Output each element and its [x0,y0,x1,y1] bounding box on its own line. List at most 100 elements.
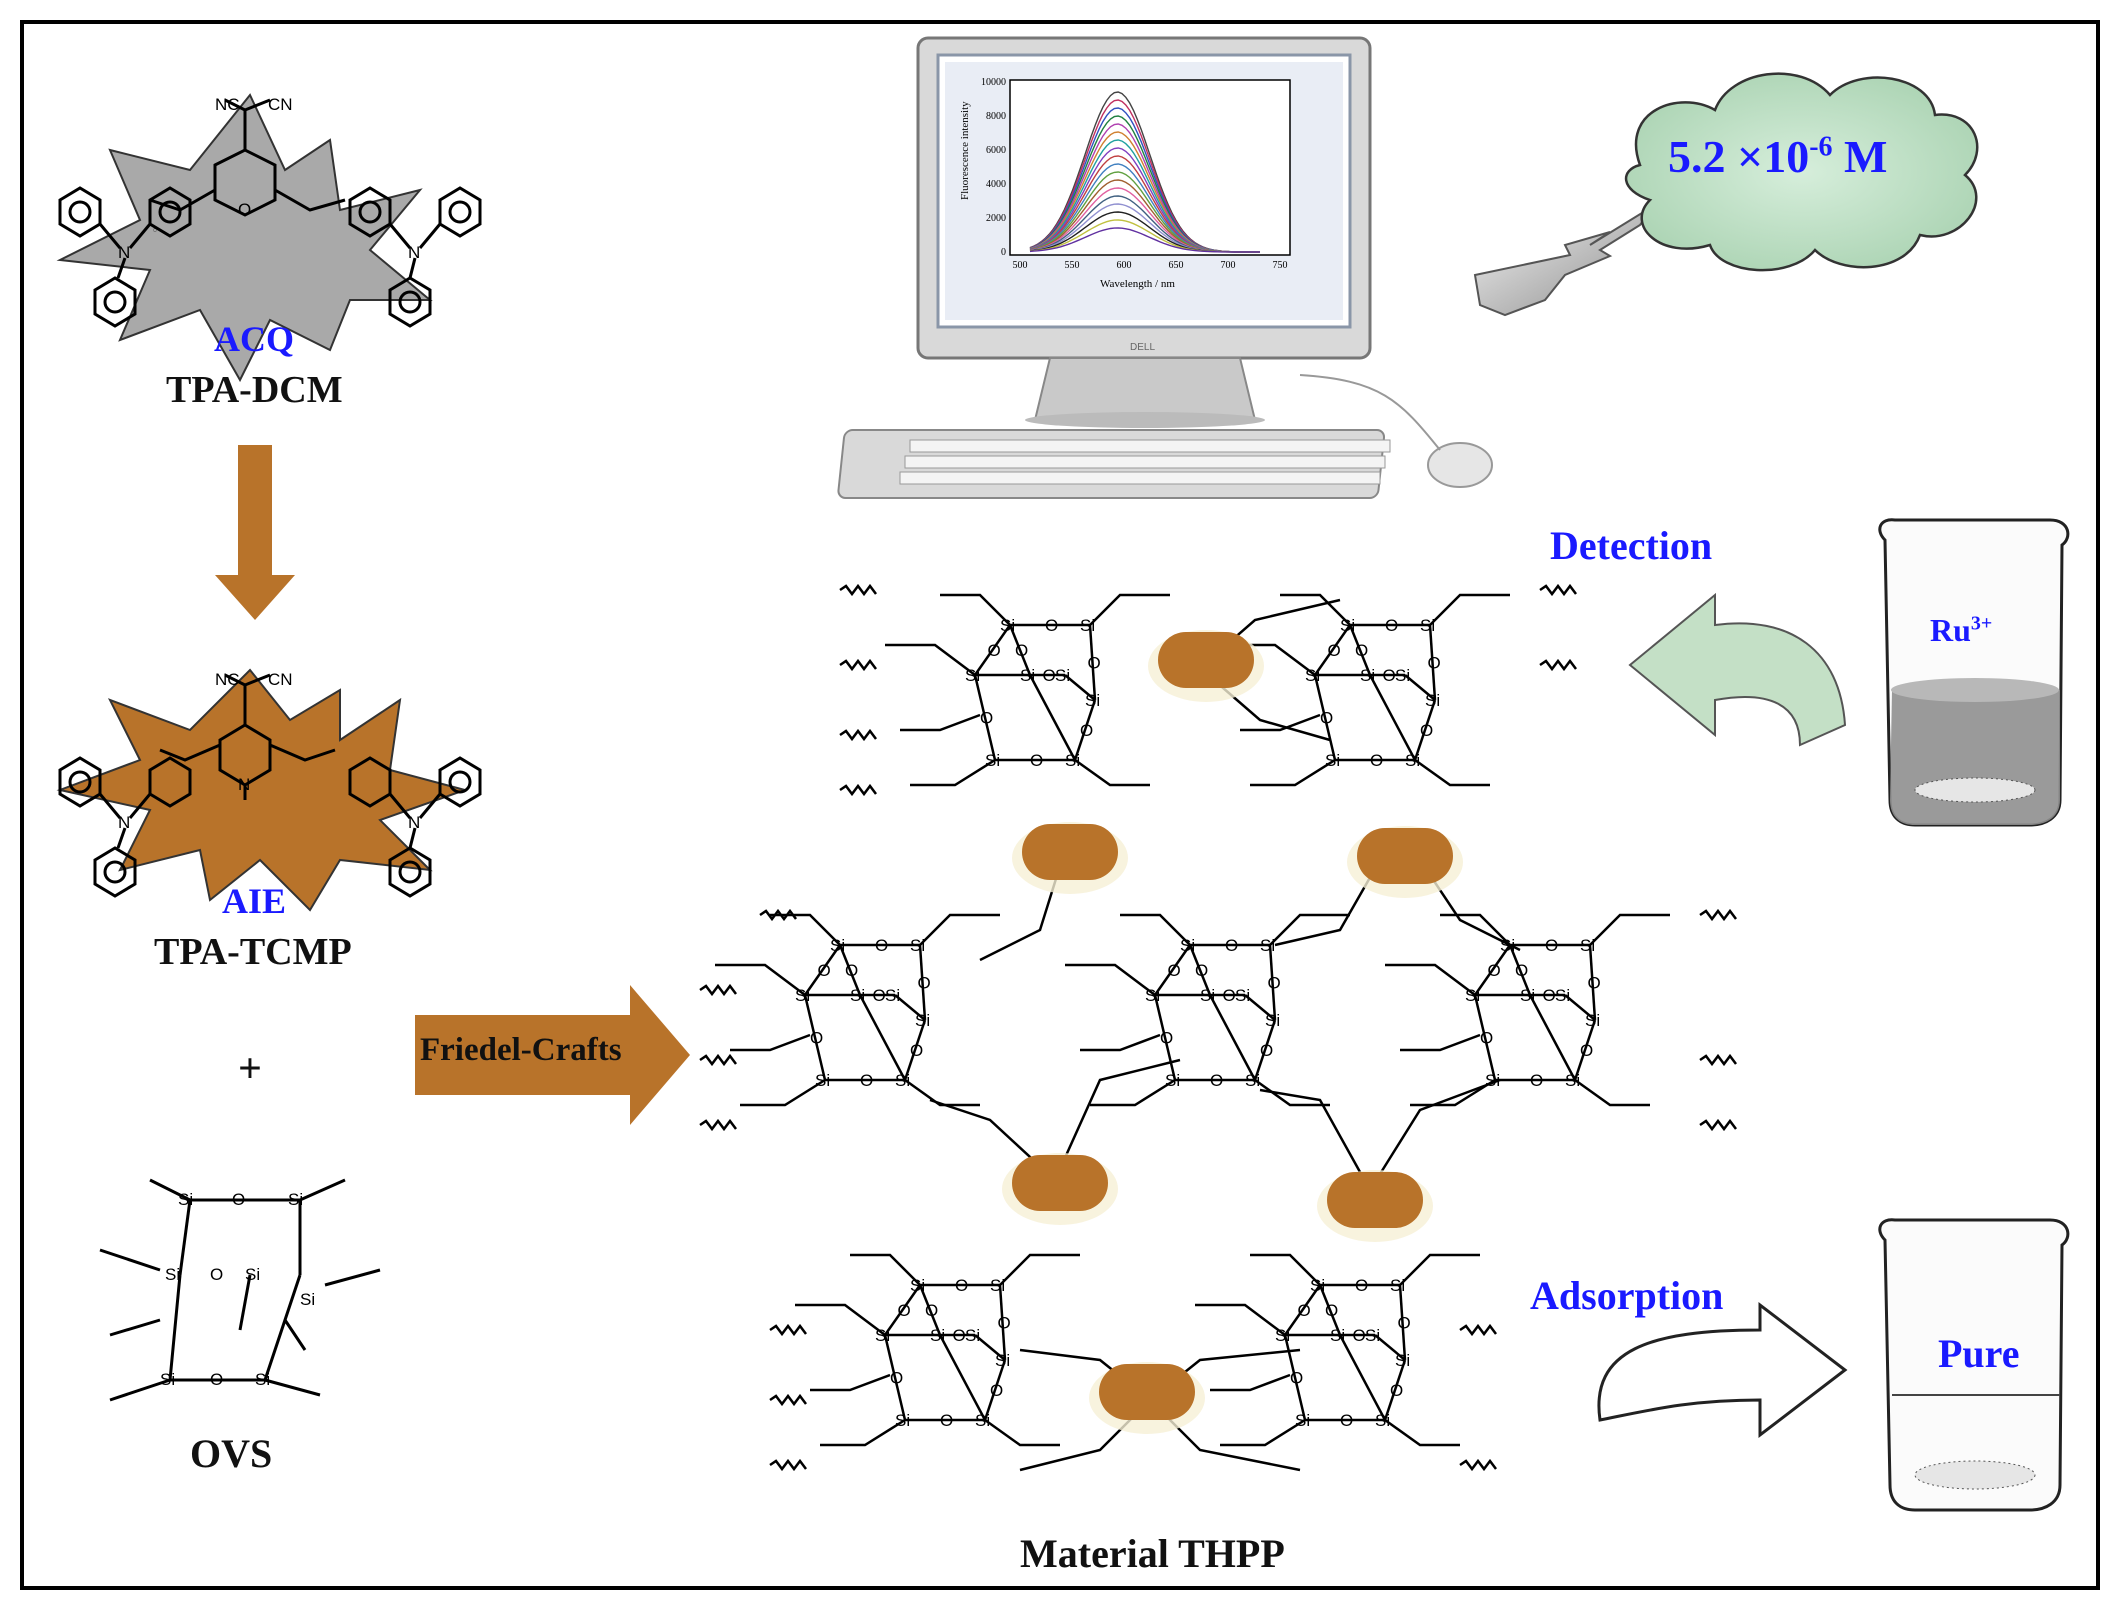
cage-bond [803,994,827,1081]
cage-bond [1473,994,1497,1081]
cage-bond [974,1334,1006,1361]
cage-bond [1073,699,1097,761]
cage-bond [1283,1284,1322,1336]
cage-bond [998,1284,1007,1361]
cage-bond [918,1284,942,1336]
conc-exponent: -6 [1809,131,1833,163]
o-atom: O [1015,641,1028,660]
acq-gray-star [56,93,433,383]
orange-node [1327,1172,1423,1228]
si-atom: Si [1395,666,1410,685]
o-atom: O [810,1029,823,1048]
y-tick-label: 8000 [986,111,1006,122]
spectra-chart: Fluorescence intensity Wavelength / nm 0… [959,77,1291,290]
si-atom: Si [1580,936,1595,955]
acq-label: ACQ [214,319,294,359]
orange-node [1099,1364,1195,1420]
detection-label: Detection [1550,523,1713,568]
cage-bond [983,1359,1007,1421]
adsorption-arrow [1597,1301,1848,1439]
o-atom: O [1383,666,1396,685]
si-atom: Si [885,986,900,1005]
cn-atom-1: CN [268,95,293,114]
si-atom: Si [975,1411,990,1430]
o-atom: O [1515,961,1528,980]
spectra-curves [1029,91,1260,253]
cage-arm [999,1253,1080,1286]
keyboard-keys [899,439,1391,485]
cage-arm [1120,913,1191,946]
cage-bond [1338,1334,1387,1421]
cage-arm [1414,758,1490,787]
wavy-end [769,1458,807,1472]
o-atom: O [1543,986,1556,1005]
tpa-tcmp-label: TPA-TCMP [154,931,352,973]
cage-arm [850,1253,921,1286]
si-atom: Si [1165,1071,1180,1090]
adsorption-label: Adsorption [1530,1273,1724,1318]
o-atom: O [1043,666,1056,685]
si-atom: Si [1295,1411,1310,1430]
cage-bond [838,944,862,996]
wavy-end [839,658,877,672]
beaker-pure [1878,1218,2070,1512]
o-atom: O [1398,1314,1411,1333]
si-atom: Si [915,1011,930,1030]
wavy-end [1539,583,1577,597]
si-atom: Si [1200,986,1215,1005]
o-atom: O [990,1381,1003,1400]
wavy-end [699,983,737,997]
tpa-tcmp-molecule: NC CN N N N [56,668,482,912]
linker-line [1053,1058,1181,1181]
o-atom: O [1260,1041,1273,1060]
cage-arm [885,643,976,676]
si-atom: Si [1180,936,1195,955]
si-atom: Si [795,986,810,1005]
wavy-end [1699,1118,1737,1132]
o-atom: O [1488,961,1501,980]
o-atom: O [1325,1301,1338,1320]
thpp-orange-nodes [1002,630,1463,1434]
cage-arm [1589,913,1670,946]
concentration-label: 5.2 ×10-6 M [1668,130,1887,183]
si-atom: Si [1330,1326,1345,1345]
si-atom: Si [245,1265,260,1284]
x-tick-label: 600 [1117,260,1132,271]
cage-bond [1244,994,1276,1021]
si-atom: Si [1260,936,1275,955]
o-atom: O [988,641,1001,660]
si-atom: Si [910,1276,925,1295]
cage-arm [904,1078,980,1107]
cage-bond [1188,944,1212,996]
si-atom: Si [875,1326,890,1345]
wavy-end [1699,1053,1737,1067]
cage-arm [1080,1033,1161,1052]
plus-sign: + [238,1046,262,1092]
cage-arm [910,758,996,787]
wavy-end [1699,908,1737,922]
tpa-dcm-label: TPA-DCM [166,369,343,411]
friedel-crafts-arrow [415,985,690,1125]
o-atom: O [940,1411,953,1430]
cage-bond [1153,944,1192,996]
cage-bond [1153,994,1177,1081]
thpp-network [699,583,1737,1472]
x-tick-label: 700 [1221,260,1236,271]
cage-bond [803,944,842,996]
cage-bond [1348,624,1372,676]
cage-arm [1410,1078,1496,1107]
o-atom: O [1530,1071,1543,1090]
n-atom-left-2: N [118,813,130,832]
y-tick-label: 2000 [986,213,1006,224]
cage-arm [1440,913,1511,946]
si-atom: Si [965,666,980,685]
o-atom: O [845,961,858,980]
cage-arm [1250,758,1336,787]
cn-atom-2: CN [268,670,293,689]
cage-arm [1384,1418,1460,1447]
cage-bond [918,944,927,1021]
cage-arm [1385,963,1476,996]
si-atom: Si [178,1190,193,1209]
o-atom: O [860,1071,873,1090]
cage-arm [770,913,841,946]
